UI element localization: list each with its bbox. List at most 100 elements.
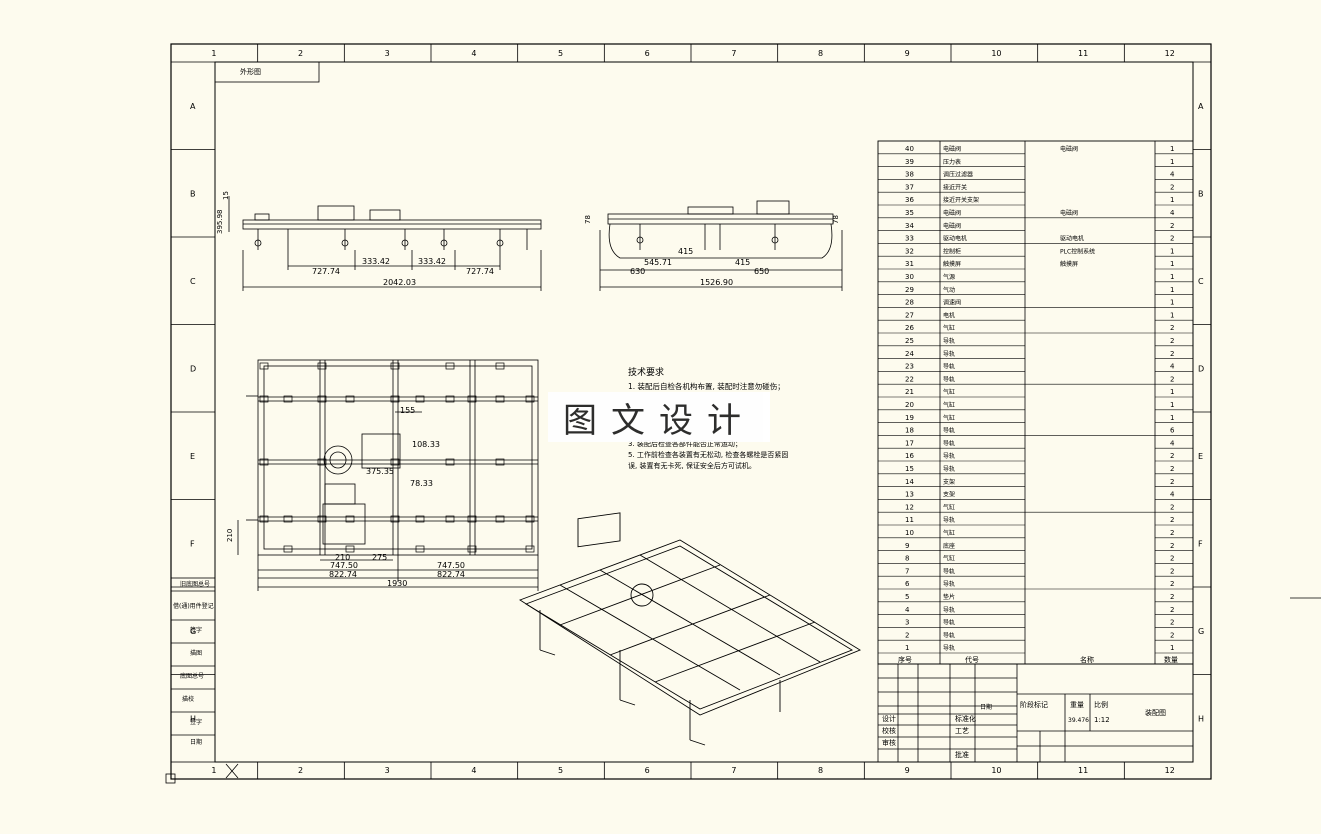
bolt-mark bbox=[390, 362, 400, 370]
front-vdim-2: 395.98 bbox=[216, 210, 224, 235]
bom-row-qty: 2 bbox=[1170, 619, 1174, 627]
row-label-left: G bbox=[190, 627, 196, 636]
bom-row-qty: 2 bbox=[1170, 222, 1174, 230]
bom-row-qty: 1 bbox=[1170, 247, 1174, 255]
bom-row-no: 30 bbox=[905, 273, 914, 281]
bom-row-no: 13 bbox=[905, 491, 914, 499]
bolt-mark bbox=[390, 395, 400, 403]
bolt-mark bbox=[283, 515, 293, 523]
title-block bbox=[877, 663, 1194, 763]
bolt-mark bbox=[283, 395, 293, 403]
row-label-left: A bbox=[190, 102, 196, 111]
bom-row-qty: 1 bbox=[1170, 299, 1174, 307]
bom-row-qty: 1 bbox=[1170, 286, 1174, 294]
bom-row-qty: 1 bbox=[1170, 196, 1174, 204]
bom-header-no: 序号 bbox=[898, 655, 912, 664]
bom-row-name: 导轨 bbox=[943, 439, 955, 447]
front-dim-1: 727.74 bbox=[312, 267, 340, 276]
bom-row-no: 33 bbox=[905, 235, 914, 243]
row-label-left: D bbox=[190, 364, 196, 373]
bom-row-qty: 4 bbox=[1170, 171, 1175, 179]
bom-row-name: 控制柜 bbox=[943, 247, 961, 255]
bom-row-no: 29 bbox=[905, 286, 914, 294]
bom-row-no: 24 bbox=[905, 350, 914, 358]
bolt-mark bbox=[467, 515, 477, 523]
bom-row-name: 接近开关支架 bbox=[943, 196, 979, 204]
bom-row-qty: 4 bbox=[1170, 209, 1175, 217]
bolt-mark bbox=[415, 515, 425, 523]
bolt-mark bbox=[317, 458, 327, 466]
bom-row-qty: 1 bbox=[1170, 158, 1174, 166]
bom-row-qty: 2 bbox=[1170, 593, 1174, 601]
tb-label-weight: 重量 bbox=[1070, 701, 1084, 709]
bom-row-no: 32 bbox=[905, 247, 914, 255]
front-dim-5: 2042.03 bbox=[383, 278, 416, 287]
bom-row-name: 电磁阀 bbox=[943, 209, 961, 217]
top-dim-6: 275 bbox=[372, 553, 387, 562]
bom-row-name: 调压过滤器 bbox=[943, 171, 973, 179]
bom-row-name: 气缸 bbox=[943, 414, 955, 422]
corner-square bbox=[165, 773, 176, 784]
bom-row-qty: 1 bbox=[1170, 273, 1174, 281]
bolt-mark bbox=[445, 395, 455, 403]
bom-row-name: 导轨 bbox=[943, 363, 955, 371]
bolt-mark bbox=[390, 515, 400, 523]
watermark-banner: 图文设计 bbox=[548, 392, 770, 442]
reg-label-7: 描校 bbox=[182, 695, 194, 703]
bom-row-qty: 1 bbox=[1170, 145, 1174, 153]
bom-row-no: 27 bbox=[905, 311, 914, 319]
bom-row-qty: 2 bbox=[1170, 337, 1174, 345]
bom-row-name: 垫片 bbox=[943, 593, 955, 601]
row-label-left: C bbox=[190, 277, 196, 286]
bom-row-qty: 2 bbox=[1170, 567, 1174, 575]
bom-row-name: 调速阀 bbox=[943, 299, 961, 307]
bom-row-name: 气缸 bbox=[943, 503, 955, 511]
bom-row-no: 18 bbox=[905, 427, 914, 435]
bom-row-no: 35 bbox=[905, 209, 914, 217]
row-label-right: F bbox=[1198, 539, 1203, 548]
bom-row-name: 导轨 bbox=[943, 606, 955, 614]
bom-row-name: 导轨 bbox=[943, 567, 955, 575]
bom-row-qty: 1 bbox=[1170, 401, 1174, 409]
bom-row-no: 25 bbox=[905, 337, 914, 345]
bom-row-qty: 2 bbox=[1170, 350, 1174, 358]
bom-header-qty: 数量 bbox=[1164, 655, 1178, 664]
top-dim-10: 822.74 bbox=[437, 570, 465, 579]
bom-row-no: 38 bbox=[905, 171, 914, 179]
bolt-mark bbox=[283, 545, 293, 553]
col-label-bottom: 4 bbox=[471, 766, 476, 775]
reg-label-3: 签字 bbox=[190, 626, 202, 634]
col-label-top: 3 bbox=[385, 49, 390, 58]
bolt-mark bbox=[495, 515, 505, 523]
front-view bbox=[228, 196, 542, 291]
top-dim-3: 375.35 bbox=[366, 467, 394, 476]
bom-row-name: 支架 bbox=[943, 478, 955, 486]
row-label-left: H bbox=[190, 714, 196, 723]
top-dim-11: 1930 bbox=[387, 579, 407, 588]
bom-row-no: 36 bbox=[905, 196, 914, 204]
col-label-top: 9 bbox=[905, 49, 910, 58]
bom-row-no: 14 bbox=[905, 478, 914, 486]
bom-row-name: 驱动电机 bbox=[943, 235, 967, 243]
side-dim-3: 415 bbox=[735, 258, 750, 267]
bom-row-qty: 2 bbox=[1170, 478, 1174, 486]
bom-row-name: 气动 bbox=[943, 286, 955, 294]
tech-line-5b: 误, 装置有无卡死, 保证安全后方可试机。 bbox=[628, 461, 756, 470]
bom-row-no: 15 bbox=[905, 465, 914, 473]
bom-row-name: 气缸 bbox=[943, 388, 955, 396]
bolt-mark bbox=[345, 515, 355, 523]
bom-row-no: 37 bbox=[905, 183, 914, 191]
bolt-mark bbox=[415, 545, 425, 553]
tb-label-review: 审核 bbox=[882, 738, 896, 747]
col-label-bottom: 7 bbox=[731, 766, 736, 775]
top-dim-2: 108.33 bbox=[412, 440, 440, 449]
bom-row-qty: 2 bbox=[1170, 452, 1174, 460]
row-label-right: H bbox=[1198, 714, 1204, 723]
top-dim-7: 747.50 bbox=[330, 561, 358, 570]
tb-weight: 39.476 bbox=[1068, 717, 1089, 724]
bom-row-name: 接近开关 bbox=[943, 183, 967, 191]
corner-tag-box bbox=[214, 61, 320, 83]
row-label-right: E bbox=[1198, 452, 1203, 461]
